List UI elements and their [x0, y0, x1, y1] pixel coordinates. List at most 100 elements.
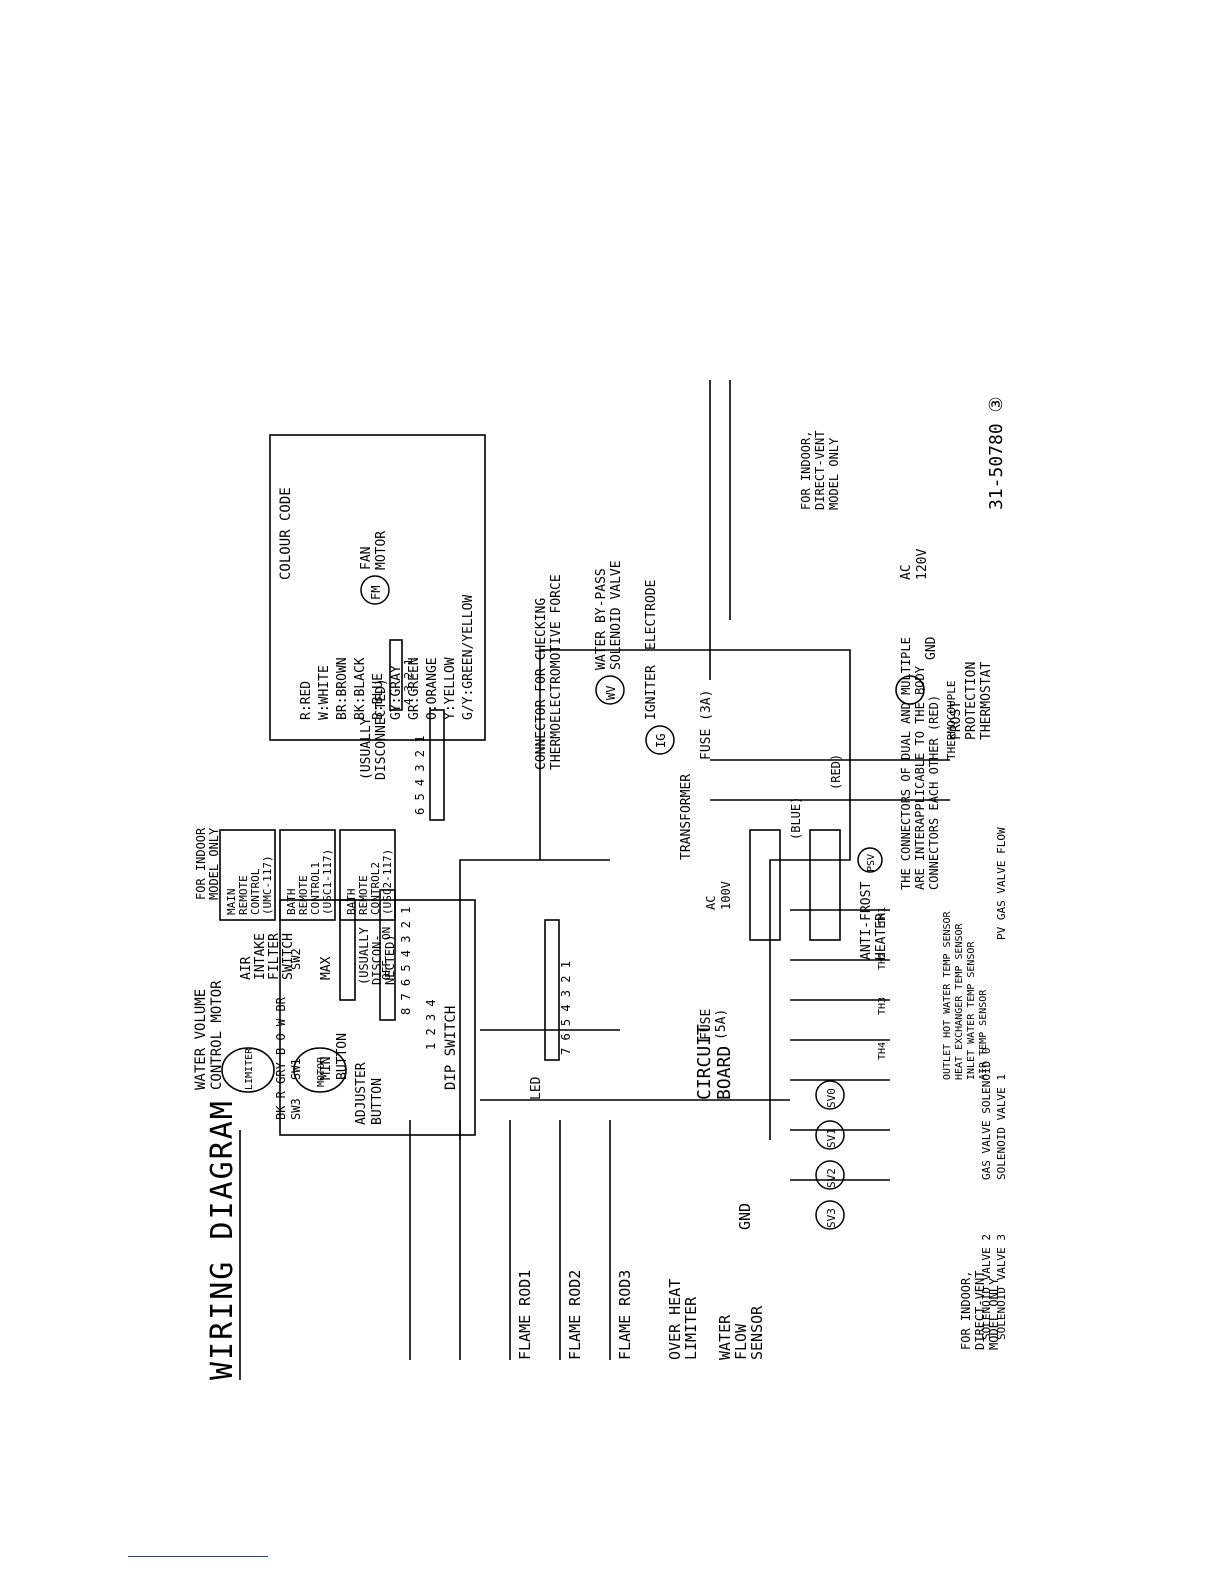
colour-code-box: COLOUR CODE R:RED W:WHITE BR:BROWN BK:BL…	[278, 487, 476, 720]
remote-bath1-l2: REMOTE	[297, 875, 310, 915]
water-flow-sensor-label: WATER	[716, 1314, 734, 1360]
valve-sv0-symbol: SV0	[825, 1088, 838, 1108]
fan-motor-label: FAN	[359, 547, 374, 570]
fan-motor-label-2: MOTOR	[374, 531, 389, 570]
dip-switch-label: DIP SWITCH	[443, 1006, 459, 1090]
remote-bath-1: BATH REMOTE CONTROL1 (USC1-117)	[285, 849, 334, 915]
remote-main-l2: REMOTE	[237, 875, 250, 915]
circuit-board-label: CIRCUIT	[694, 1024, 715, 1100]
fuse5-label-2: (5A)	[714, 1009, 729, 1040]
colour-code-entry-3: BK:BLACK	[353, 657, 368, 720]
bypass-valve-label-2: SOLENOID VALVE	[609, 560, 624, 670]
rotated-diagram: WIRING DIAGRAM 31-50780 ③ FLAME ROD1 FLA…	[190, 340, 1020, 1380]
min-button-label: MIN	[319, 1057, 334, 1080]
antifrost-red: (RED)	[829, 754, 843, 790]
sw2-label: SW2	[289, 948, 303, 970]
remote-bath2-l4: (USC2-117)	[381, 849, 394, 915]
fan-motor-symbol: FM	[369, 586, 383, 600]
air-intake-note: FOR INDOOR	[194, 827, 208, 900]
antifrost-label-2: HEATER	[874, 913, 889, 960]
dip-off-label: OFF	[380, 960, 393, 980]
valve-sv1-symbol: SV1	[825, 1128, 838, 1148]
thermistor-4-label: AIR TEMP SENSOR	[978, 989, 989, 1080]
button-label: BUTTON	[335, 1033, 350, 1080]
bypass-valve-label: WATER BY-PASS	[594, 568, 609, 670]
max-button-label: MAX	[319, 956, 334, 980]
remote-bath2-l2: REMOTE	[357, 875, 370, 915]
thermistor-3-label: INLET WATER TEMP SENSOR	[966, 941, 977, 1080]
igniter-symbol: IG	[654, 734, 668, 748]
thermocouple-label: THERMOCOUPLE	[945, 681, 958, 760]
air-intake-note-2: MODEL ONLY	[207, 827, 221, 900]
power-note: FOR INDOOR,	[799, 431, 813, 510]
remote-bath1-l4: (USC1-117)	[321, 849, 334, 915]
limiter-label: LIMITER	[244, 1047, 255, 1090]
thermistor-4-symbol: TH4	[877, 1042, 888, 1060]
remote-bath1-l3: CONTROL1	[309, 862, 322, 915]
valve-sv3-label: SOLENOID VALVE 3	[995, 1234, 1008, 1340]
psv-label: PV GAS VALVE FLOW	[995, 827, 1008, 940]
remote-main-l4: (UMC-117)	[261, 855, 274, 915]
gnd-label: GND	[736, 1203, 754, 1230]
frost-label-2: PROTECTION	[964, 662, 979, 740]
connector-check-label: CONNECTOR FOR CHECKING	[534, 598, 549, 770]
sw3-label: SW3	[289, 1098, 303, 1120]
flame-rod-2-label: FLAME ROD2	[566, 1270, 584, 1360]
thermocouple-note-3: MODEL ONLY	[987, 1277, 1001, 1350]
frost-label: FROST	[949, 701, 964, 740]
valve-sv2-symbol: SV2	[825, 1168, 838, 1188]
colour-code-entry-2: BR:BROWN	[335, 657, 350, 720]
connector-b-pins: 8 7 6 5 4 3 2 1	[399, 907, 413, 1015]
air-intake-label-3: FILTER	[267, 933, 282, 980]
thermistor-1-label: OUTLET HOT WATER TEMP SENSOR	[942, 910, 953, 1080]
valve-sv2-label: SOLENOID VALVE 2	[980, 1234, 993, 1340]
fuse3-label: FUSE (3A)	[699, 690, 714, 760]
antifrost-label: ANTI-FROST	[859, 882, 874, 960]
dip-numbers: 1 2 3 4	[424, 999, 438, 1050]
wv-control-label: WATER VOLUME	[193, 989, 209, 1090]
connector-g-pins: 6 5 4 3 2 1	[413, 736, 427, 815]
air-intake-label-2: INTAKE	[253, 933, 268, 980]
connector-r-pins: 7 6 5 4 3 2 1	[559, 961, 573, 1055]
thermistor-1-symbol: TH1	[877, 907, 888, 925]
doc-number: 31-50780 ③	[986, 396, 1007, 510]
colour-code-entry-0: R:RED	[299, 681, 314, 720]
usually-disconnected-b2: DISCON-	[370, 934, 384, 985]
adjuster-button-label: ADJUSTER	[354, 1062, 369, 1125]
water-flow-sensor-label-2: FLOW	[732, 1323, 750, 1360]
thermistor-3-symbol: TH3	[877, 997, 888, 1015]
colour-code-entry-8: Y:YELLOW	[443, 657, 458, 720]
usually-disconnected-2: DISCONNECTED)	[374, 678, 389, 780]
valve-sv0-label: GAS VALVE SOLENOID 0	[980, 1048, 993, 1180]
thermistor-2-symbol: TH2	[877, 952, 888, 970]
air-intake-label: AIR	[239, 956, 254, 980]
flame-rod-1-label: FLAME ROD1	[516, 1270, 534, 1360]
remote-bath-2: BATH REMOTE CONTROL2 (USC2-117)	[345, 849, 394, 915]
power-note-3: MODEL ONLY	[827, 437, 841, 510]
ac-label: AC	[899, 564, 914, 580]
valve-sv1-label: SOLENOID VALVE 1	[995, 1074, 1008, 1180]
usually-disconnected: (USUALLY	[359, 717, 374, 780]
bottom-rule	[128, 1556, 268, 1557]
adjuster-button-label-2: BUTTON	[370, 1078, 385, 1125]
motor-label: MOTOR	[316, 1056, 327, 1087]
connector-check-label-2: THERMOELECTROMOTIVE FORCE	[549, 574, 564, 770]
overheat-label-2: LIMITER	[682, 1296, 700, 1360]
transformer-label: TRANSFORMER	[679, 774, 694, 860]
igniter-label: IGNITER	[644, 665, 659, 720]
remote-main-l3: CONTROL	[249, 868, 262, 915]
psv-symbol: PSV	[866, 854, 877, 872]
colour-code-entry-7: O:ORANGE	[425, 657, 440, 720]
flame-rod-3-label: FLAME ROD3	[616, 1270, 634, 1360]
power-gnd: GND	[924, 636, 939, 660]
transformer-v: 100V	[719, 881, 733, 910]
wv-wires-label: BK R GRY B O W BR	[274, 996, 288, 1120]
wv-control-label-2: CONTROL MOTOR	[209, 980, 225, 1090]
ac-voltage: 120V	[915, 549, 930, 580]
thermistor-2-label: HEAT EXCHANGER TEMP SENSOR	[954, 922, 965, 1080]
wiring-diagram-svg: WIRING DIAGRAM 31-50780 ③ FLAME ROD1 FLA…	[193, 380, 1008, 1380]
connectors-note-2: ARE INTERAPPLICABLE TO THE BODY	[913, 665, 927, 890]
connectors-note: THE CONNECTORS OF DUAL AND MULTIPLE	[899, 637, 913, 890]
diagram-title: WIRING DIAGRAM	[205, 1099, 240, 1380]
usually-disconnected-b: (USUALLY	[357, 926, 371, 985]
